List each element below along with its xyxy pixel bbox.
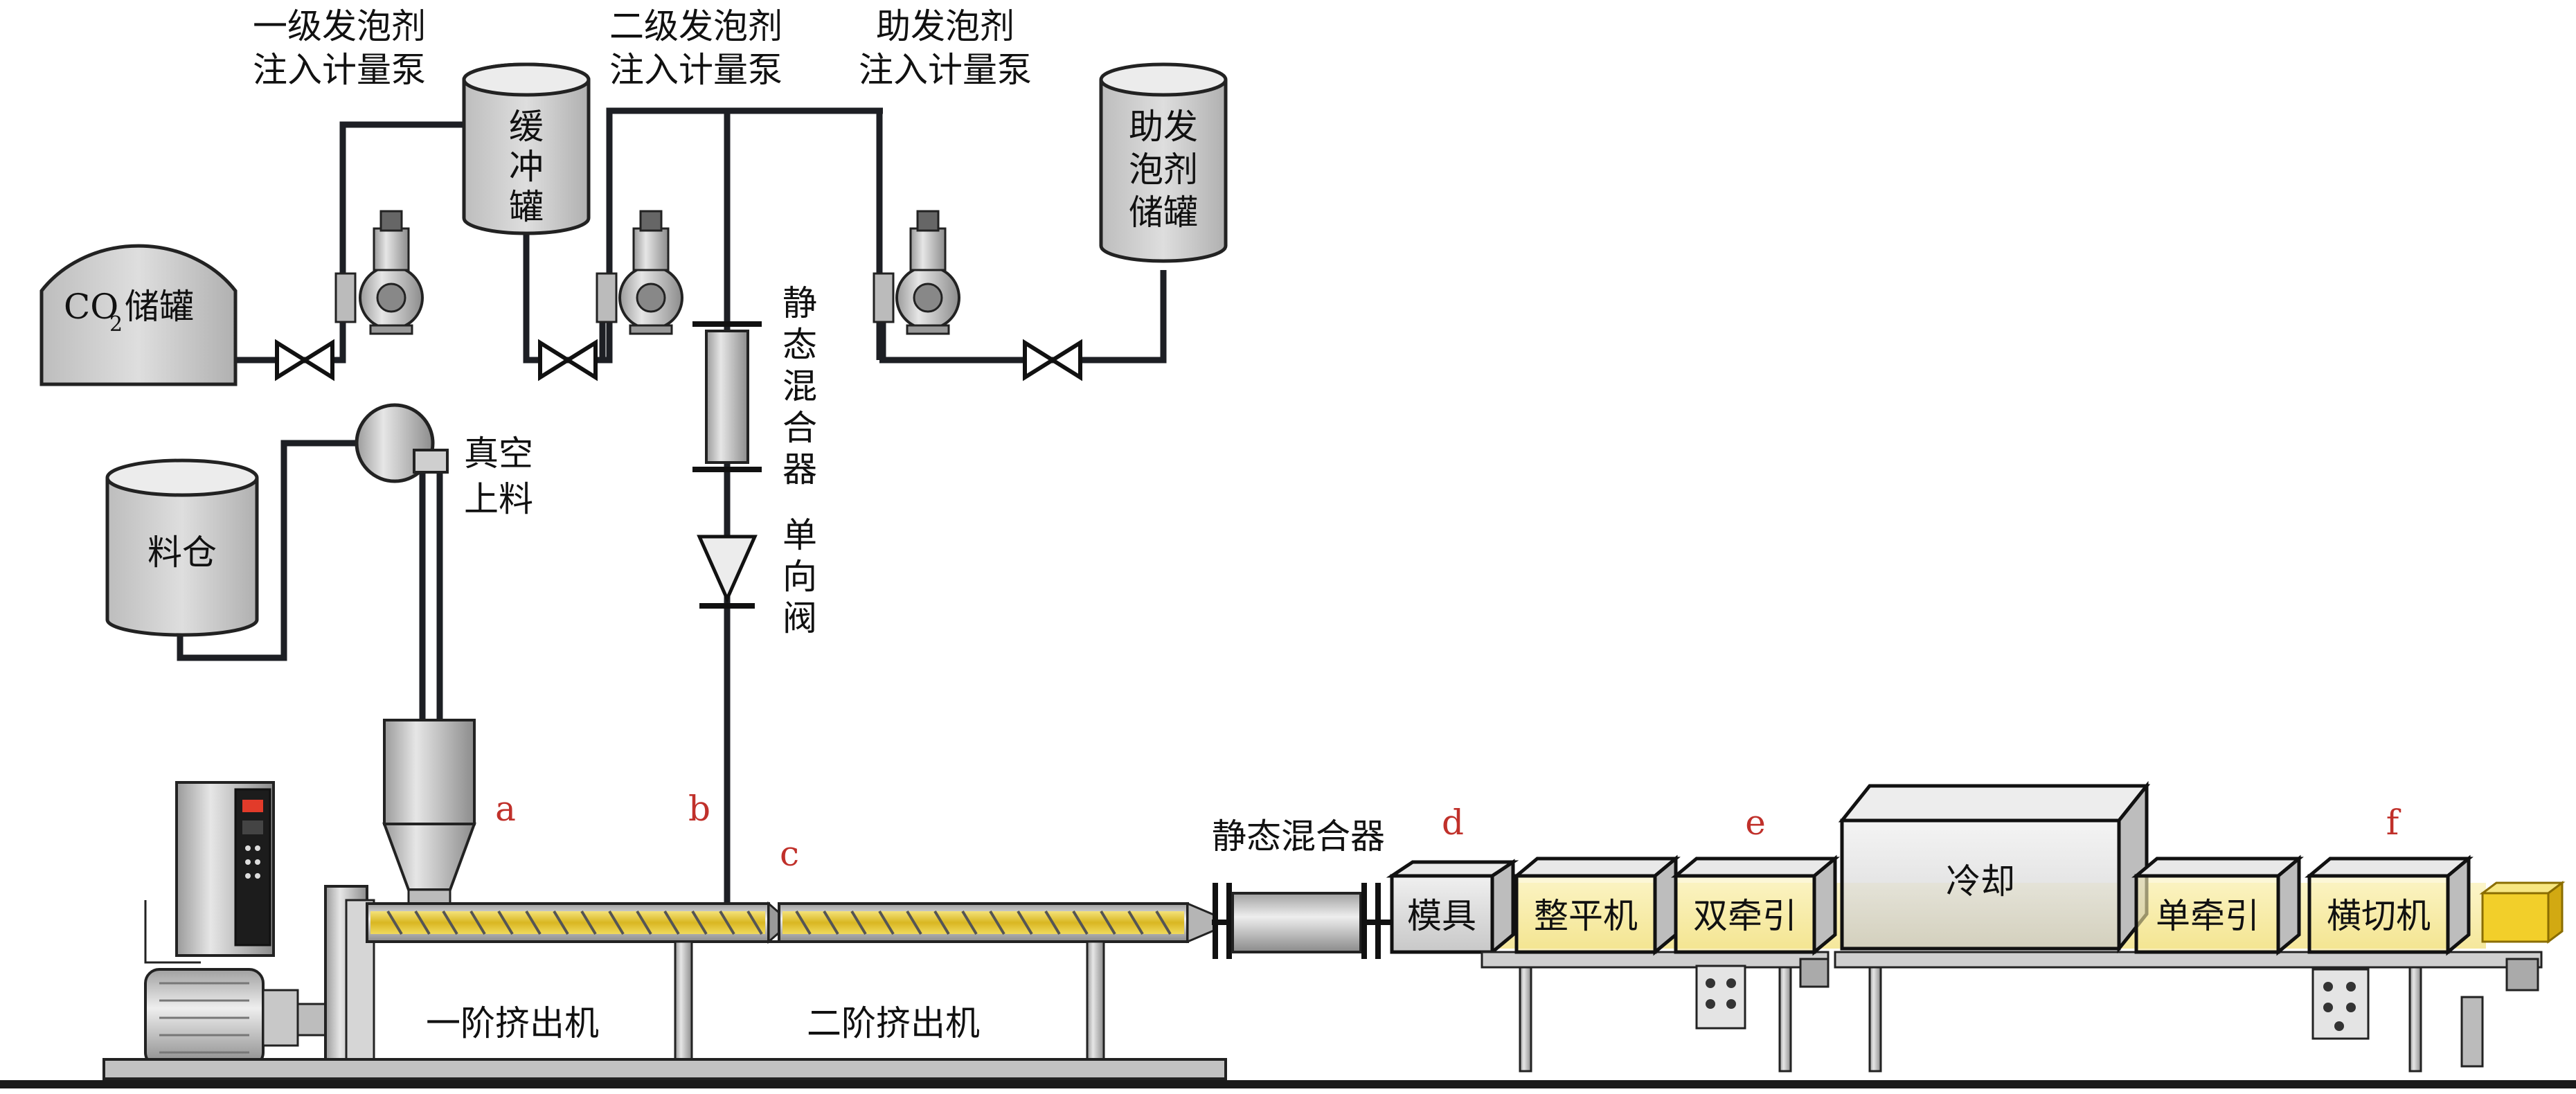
ground-line <box>0 1080 2576 1088</box>
buffer-tank-char-1: 缓 <box>509 107 544 147</box>
pump1-label-line-1: 一级发泡剂 <box>253 6 426 46</box>
leveler-label: 整平机 <box>1534 896 1638 936</box>
point-d-label: d <box>1442 802 1464 843</box>
extruder-motor <box>144 968 334 1068</box>
vacuum-feeder-label: 真空 上料 <box>464 433 533 519</box>
pump1-label-line-2: 注入计量泵 <box>253 50 426 90</box>
static-mixer-horizontal <box>1212 883 1392 959</box>
vacuum-label-line-2: 上料 <box>464 479 533 519</box>
vmixer-char-1: 静 <box>782 283 817 323</box>
vmixer-char-5: 器 <box>782 449 817 490</box>
vmixer-char-2: 态 <box>782 325 817 365</box>
pump3-label-line-1: 助发泡剂 <box>876 6 1014 46</box>
cutter-unit: 横切机 <box>2305 854 2474 956</box>
hopper-label: 料仓 <box>147 532 217 573</box>
metering-pump-2 <box>596 210 683 335</box>
double-puller-label: 双牵引 <box>1693 896 1797 936</box>
valve-2 <box>538 339 598 382</box>
leveler-unit: 整平机 <box>1512 854 1681 956</box>
control-cabinet <box>175 781 275 957</box>
aux-tank-line-2: 泡剂 <box>1129 150 1198 190</box>
extruder-gearbox <box>324 885 375 1075</box>
cooling-label: 冷却 <box>1946 861 2015 902</box>
co2-tank-label-rest: 储罐 <box>125 287 194 327</box>
pump3-label: 助发泡剂 注入计量泵 <box>859 6 1032 90</box>
point-a-label: a <box>495 789 516 829</box>
pump2-label-line-2: 注入计量泵 <box>609 50 782 90</box>
static-mixer-vertical-label: 静 态 混 合 器 <box>782 283 817 490</box>
aux-tank-line-1: 助发 <box>1129 107 1198 147</box>
pump3-label-line-2: 注入计量泵 <box>859 50 1032 90</box>
material-hopper: 料仓 <box>105 458 259 637</box>
vmixer-char-4: 合 <box>782 408 817 448</box>
extruder-feed-cone <box>382 719 476 906</box>
buffer-tank: 缓 冲 罐 <box>462 62 591 235</box>
buffer-tank-char-2: 冲 <box>509 147 544 187</box>
check-valve <box>697 535 758 609</box>
pump2-label: 二级发泡剂 注入计量泵 <box>609 6 782 90</box>
point-c-label: c <box>780 834 799 874</box>
metering-pump-1 <box>334 210 424 335</box>
vacuum-feeder <box>355 403 449 483</box>
single-puller-label: 单牵引 <box>2156 896 2260 936</box>
vacuum-label-line-1: 真空 <box>464 433 533 474</box>
die-label: 模具 <box>1407 896 1476 936</box>
metering-pump-3 <box>873 210 960 335</box>
extruder1-label: 一阶挤出机 <box>426 1003 599 1043</box>
point-f-label: f <box>2386 802 2401 843</box>
static-mixer-horizontal-label: 静态混合器 <box>1212 816 1385 857</box>
extruder2-label: 二阶挤出机 <box>807 1003 980 1043</box>
conveyor-frame-1 <box>1481 951 1830 1073</box>
check-valve-char-3: 阀 <box>782 598 817 638</box>
buffer-tank-char-3: 罐 <box>509 187 544 227</box>
pump1-label: 一级发泡剂 注入计量泵 <box>253 6 426 90</box>
cutter-label: 横切机 <box>2327 896 2431 936</box>
double-puller-unit: 双牵引 <box>1671 854 1840 956</box>
piping <box>144 107 1167 964</box>
check-valve-label: 单 向 阀 <box>782 515 817 638</box>
extruder-barrels <box>366 901 1217 944</box>
vmixer-char-3: 混 <box>782 366 817 406</box>
valve-1 <box>275 339 334 382</box>
co2-tank-label-sub: 2 <box>109 312 123 337</box>
aux-foaming-tank: 助发 泡剂 储罐 <box>1099 62 1228 263</box>
pump2-label-line-1: 二级发泡剂 <box>609 6 782 46</box>
check-valve-char-2: 向 <box>782 557 817 597</box>
co2-tank-label-main: CO <box>64 287 118 327</box>
point-e-label: e <box>1745 802 1766 843</box>
conveyor-frame-2 <box>1834 951 2543 1073</box>
co2-tank: CO 2 储罐 <box>39 244 238 386</box>
valve-3 <box>1023 339 1082 382</box>
extruder-frame <box>102 940 1227 1080</box>
die-unit: 模具 <box>1386 859 1519 956</box>
finished-product-board <box>2479 881 2566 944</box>
point-b-label: b <box>688 789 710 829</box>
single-puller-unit: 单牵引 <box>2131 854 2304 956</box>
static-mixer-vertical <box>692 321 762 472</box>
aux-tank-line-3: 储罐 <box>1129 192 1198 233</box>
check-valve-char-1: 单 <box>782 515 817 555</box>
cooling-unit: 冷却 <box>1838 780 2151 954</box>
